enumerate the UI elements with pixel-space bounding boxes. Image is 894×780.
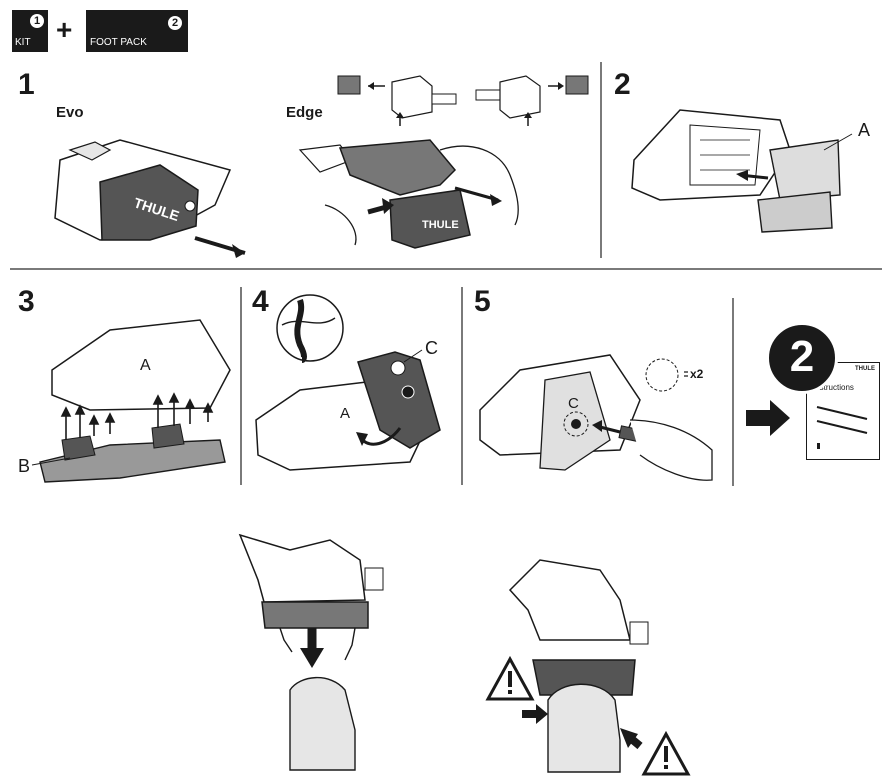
booklet-bars-illustration (816, 406, 868, 449)
step-5-number: 5 (474, 285, 491, 318)
step-3-callout-a: A (140, 357, 151, 374)
step-4-number: 4 (252, 285, 269, 318)
column-divider (240, 287, 242, 485)
edge-brand-text: THULE (422, 219, 459, 231)
booklet-brand: THULE (855, 366, 875, 372)
kit-label: KIT (15, 37, 31, 48)
foot-pack-badge: 2 (766, 322, 838, 394)
foot-pack-badge-number: 2 (789, 332, 815, 381)
step-3-number: 3 (18, 285, 35, 318)
kit-box: 1 KIT (12, 10, 48, 52)
foot-pack-box: 2 FOOT PACK (86, 10, 188, 52)
foot-pack-number: 2 (168, 16, 182, 30)
kit-number: 1 (30, 14, 44, 28)
step-1-number: 1 (18, 68, 35, 101)
row-divider (10, 268, 882, 270)
column-divider (732, 298, 734, 486)
column-divider (600, 62, 602, 258)
step-2-number: 2 (614, 68, 631, 101)
edge-label: Edge (286, 104, 323, 121)
plus-sign: + (56, 14, 73, 45)
booklet-title: Instructions (813, 383, 854, 392)
foot-pack-label: FOOT PACK (90, 37, 147, 48)
repeat-x2-label: x2 (690, 367, 704, 381)
column-divider (461, 287, 463, 485)
step-4-callout-a: A (340, 405, 350, 422)
step-4-callout-c: C (425, 338, 438, 358)
step-3-callout-b: B (18, 456, 31, 476)
evo-label: Evo (56, 104, 84, 121)
step-5-callout-c: C (568, 395, 579, 412)
step-2-callout-a: A (858, 120, 871, 140)
